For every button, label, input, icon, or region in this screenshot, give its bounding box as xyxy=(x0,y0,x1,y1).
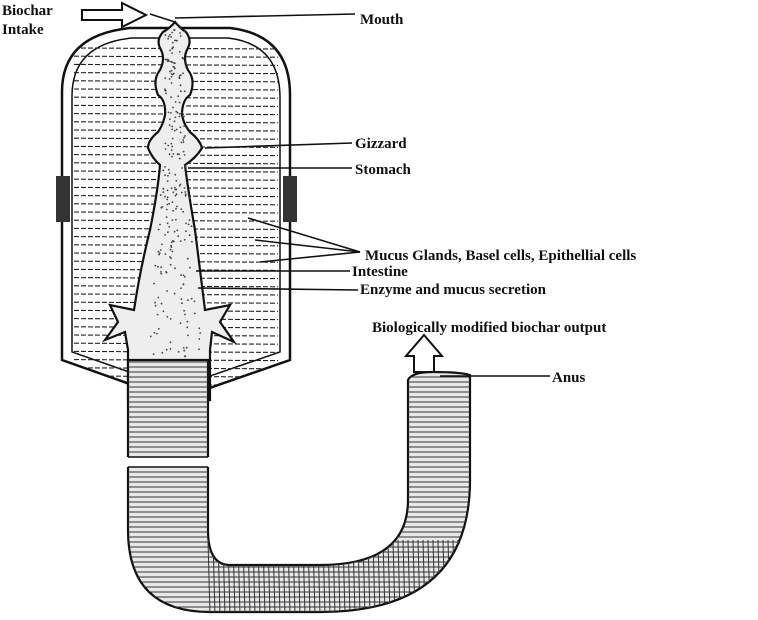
label-enzyme: Enzyme and mucus secretion xyxy=(360,282,547,298)
label-intake: Intake xyxy=(2,22,44,38)
clitellum-left xyxy=(56,176,70,222)
leader-mouth xyxy=(175,14,355,18)
label-gizzard: Gizzard xyxy=(355,136,407,152)
leader-mouth-tick xyxy=(150,14,175,22)
label-mouth: Mouth xyxy=(360,12,404,28)
clitellum-right xyxy=(283,176,297,222)
output-arrow-icon xyxy=(406,335,442,372)
label-biochar: Biochar xyxy=(2,3,53,19)
label-output: Biologically modified biochar output xyxy=(372,320,606,336)
label-stomach: Stomach xyxy=(355,162,411,178)
label-intestine: Intestine xyxy=(352,264,408,280)
label-anus: Anus xyxy=(552,370,586,386)
tube-gap xyxy=(124,457,212,467)
intake-arrow-icon xyxy=(82,3,146,27)
worm-tube xyxy=(120,360,480,615)
label-mucus: Mucus Glands, Basel cells, Epithellial c… xyxy=(365,248,636,264)
